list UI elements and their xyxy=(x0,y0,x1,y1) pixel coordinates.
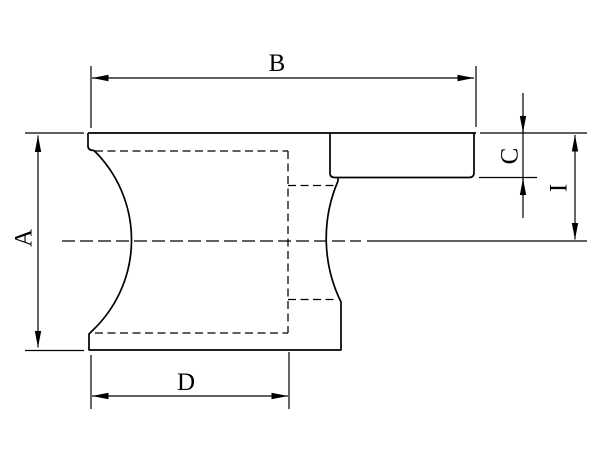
dimension-i-label: I xyxy=(545,184,572,192)
dimension-c: C xyxy=(496,93,527,218)
dimension-d: D xyxy=(92,369,288,400)
dimension-a: A xyxy=(10,135,42,348)
dimension-b-label: B xyxy=(269,50,286,77)
hub-outline xyxy=(329,133,475,179)
hidden-lines xyxy=(95,150,338,334)
dimension-b: B xyxy=(92,50,474,82)
dimension-c-label: C xyxy=(496,148,523,165)
dimension-i: I xyxy=(545,135,579,240)
part-outline xyxy=(87,132,476,351)
body-profile xyxy=(87,133,342,351)
dimension-a-label: A xyxy=(10,229,37,247)
dimension-d-label: D xyxy=(177,369,195,396)
extension-lines xyxy=(25,66,587,409)
